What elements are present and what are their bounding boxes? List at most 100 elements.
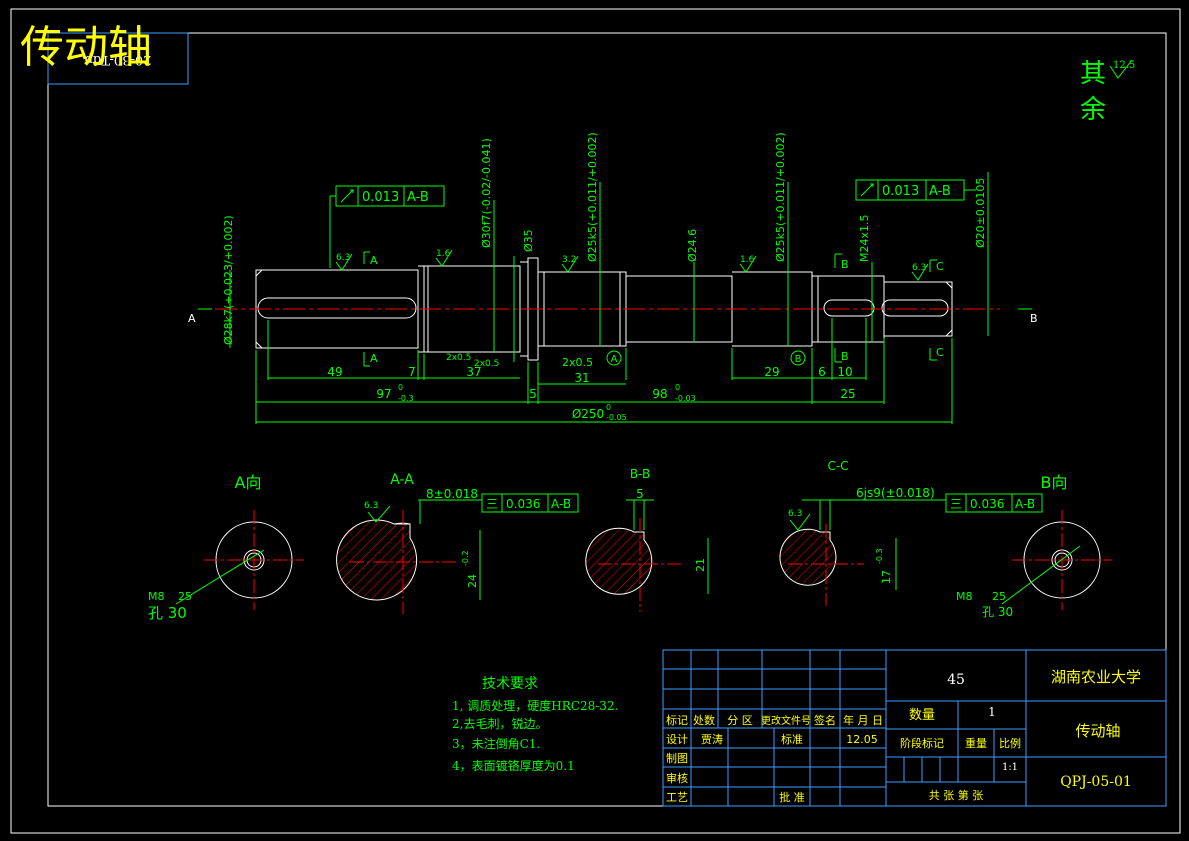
- chamfer-1: 2x0.5: [446, 353, 471, 363]
- dim-len-31: 31: [574, 371, 589, 385]
- tb-header: 处数: [693, 714, 715, 727]
- tb-qty-label: 数量: [909, 708, 935, 723]
- drawing-title: 传动轴: [20, 22, 152, 73]
- corner-box-text: 20-30-Tdp: [85, 52, 152, 67]
- tb-header: 年 月 日: [843, 713, 883, 727]
- surface-note-2: 余: [1080, 95, 1106, 125]
- runout-icon: [860, 183, 874, 197]
- view-b-arrow: B: [1030, 312, 1038, 325]
- view-b-title: B向: [1041, 473, 1068, 492]
- tb-header: 标记: [666, 713, 688, 727]
- tb-drawing-no: QPJ-05-01: [1060, 774, 1132, 790]
- datum-a-circle: [606, 350, 622, 366]
- svg-text:0.036: 0.036: [506, 497, 540, 511]
- tech-req-title: 技术要求: [482, 676, 538, 692]
- chamfer-2: 2x0.5: [474, 359, 499, 369]
- view-cc-title: C-C: [827, 459, 848, 473]
- sec-c-bottom: C: [936, 346, 944, 359]
- dim-d25b: Ø25k5(+0.011/+0.002): [774, 132, 787, 262]
- dim-len-6: 6: [818, 365, 826, 379]
- corner-box: [47, 32, 189, 85]
- dim-zero-97: 0: [398, 383, 403, 392]
- dim-d28: Ø28k7(+0.023/+0.002): [222, 215, 235, 345]
- tech-req-item: 2,去毛刺，锐边。: [452, 717, 547, 731]
- dim-len-98: 98: [652, 387, 667, 401]
- svg-text:6js9(±0.018): 6js9(±0.018): [856, 486, 935, 500]
- view-a-title: A向: [235, 473, 262, 492]
- tb-university: 湖南农业大学: [1051, 668, 1141, 686]
- dim-len-37: 37: [466, 365, 481, 379]
- svg-text:A-B: A-B: [1015, 497, 1035, 511]
- tb-stage: 阶段标记: [900, 736, 944, 750]
- svg-text:17: 17: [880, 570, 893, 584]
- svg-text:6.3: 6.3: [788, 509, 802, 519]
- dim-tol-97: -0.3: [398, 394, 414, 403]
- view-aa: A-A 8±0.018 6.3 24 -0.2 三 0.036 A-B: [336, 472, 579, 614]
- dim-d35: Ø35: [522, 229, 535, 252]
- tb-designer: 贾涛: [701, 732, 723, 746]
- svg-text:M8: M8: [956, 590, 973, 603]
- sec-a-top: A: [370, 254, 378, 267]
- svg-text:6.3: 6.3: [336, 253, 350, 263]
- dim-d24: Ø24.6: [686, 229, 699, 262]
- svg-text:6.3: 6.3: [364, 501, 378, 511]
- view-b-dir: B向 M8 25 孔 30: [956, 473, 1112, 619]
- tb-weight: 重量: [965, 736, 987, 750]
- tech-req-item: 1, 调质处理，硬度HRC28-32.: [452, 698, 618, 713]
- svg-text:24: 24: [466, 574, 479, 588]
- inner-border: [47, 32, 1167, 807]
- view-bb-title: B-B: [630, 467, 650, 481]
- tb-header: 签名: [814, 713, 836, 727]
- svg-text:A-B: A-B: [551, 497, 571, 511]
- view-cc: C-C 6js9(±0.018) 6.3 17 -0.3 三 0.036 A-B: [779, 459, 1043, 606]
- tb-header: 分 区: [727, 714, 753, 727]
- symmetry-icon: 三: [486, 497, 498, 511]
- surface-note-1: 其: [1080, 59, 1106, 89]
- roughness-marks: 6.3 1.6 3.2 1.6 6.3: [335, 249, 929, 281]
- tb-check: 审核: [666, 771, 688, 785]
- dim-len-25: 25: [840, 387, 855, 401]
- svg-text:孔 30: 孔 30: [982, 605, 1013, 619]
- sec-a-bottom: A: [370, 352, 378, 365]
- svg-text:0.036: 0.036: [970, 497, 1004, 511]
- view-a-arrow: A: [188, 312, 196, 325]
- tb-part-name: 传动轴: [1075, 722, 1120, 740]
- tech-req-item: 4，表面镀铬厚度为0.1: [452, 758, 575, 773]
- dim-zero-250: 0: [606, 403, 611, 412]
- sec-b-top: B: [841, 258, 849, 271]
- svg-text:1.6: 1.6: [740, 255, 755, 265]
- tb-header: 更改文件号: [761, 714, 811, 727]
- chamfer-3: 2x0.5: [562, 356, 593, 369]
- dim-d25a: Ø25k5(+0.011/+0.002): [586, 132, 599, 262]
- svg-text:A-B: A-B: [929, 184, 951, 199]
- title-block: [662, 649, 1167, 807]
- tb-std: 标准: [781, 732, 803, 746]
- svg-text:-0.2: -0.2: [461, 550, 470, 566]
- tb-qty: 1: [988, 705, 996, 719]
- svg-text:1.6: 1.6: [436, 249, 451, 259]
- view-aa-title: A-A: [390, 472, 414, 488]
- symmetry-icon: 三: [950, 497, 962, 511]
- title-block-text: 45 湖南农业大学 标记 处数 分 区 更改文件号 签名 年 月 日 设计 贾涛…: [666, 668, 1141, 804]
- tb-process: 工艺: [666, 791, 688, 804]
- dim-m24: M24x1.5: [858, 215, 871, 263]
- sec-c-top: C: [936, 260, 944, 273]
- svg-text:M8: M8: [148, 590, 165, 603]
- sec-b-bottom: B: [841, 350, 849, 363]
- dim-zero-98: 0: [675, 383, 680, 392]
- tb-material: 45: [947, 672, 965, 688]
- section-markers: [198, 251, 1032, 367]
- dim-len-7: 7: [408, 365, 416, 379]
- dim-lines: [229, 172, 989, 424]
- datum-b: B: [795, 354, 802, 365]
- svg-text:25: 25: [992, 590, 1006, 603]
- dim-len-49: 49: [327, 365, 342, 379]
- tb-approve: 批 准: [779, 790, 805, 804]
- svg-text:21: 21: [694, 558, 707, 572]
- svg-text:8±0.018: 8±0.018: [426, 487, 478, 501]
- svg-text:A-B: A-B: [407, 190, 429, 205]
- dim-len-250: Ø250: [572, 407, 604, 421]
- tech-requirements: 技术要求 1, 调质处理，硬度HRC28-32. 2,去毛刺，锐边。 3，未注倒…: [452, 676, 618, 773]
- dim-len-5: 5: [529, 387, 537, 401]
